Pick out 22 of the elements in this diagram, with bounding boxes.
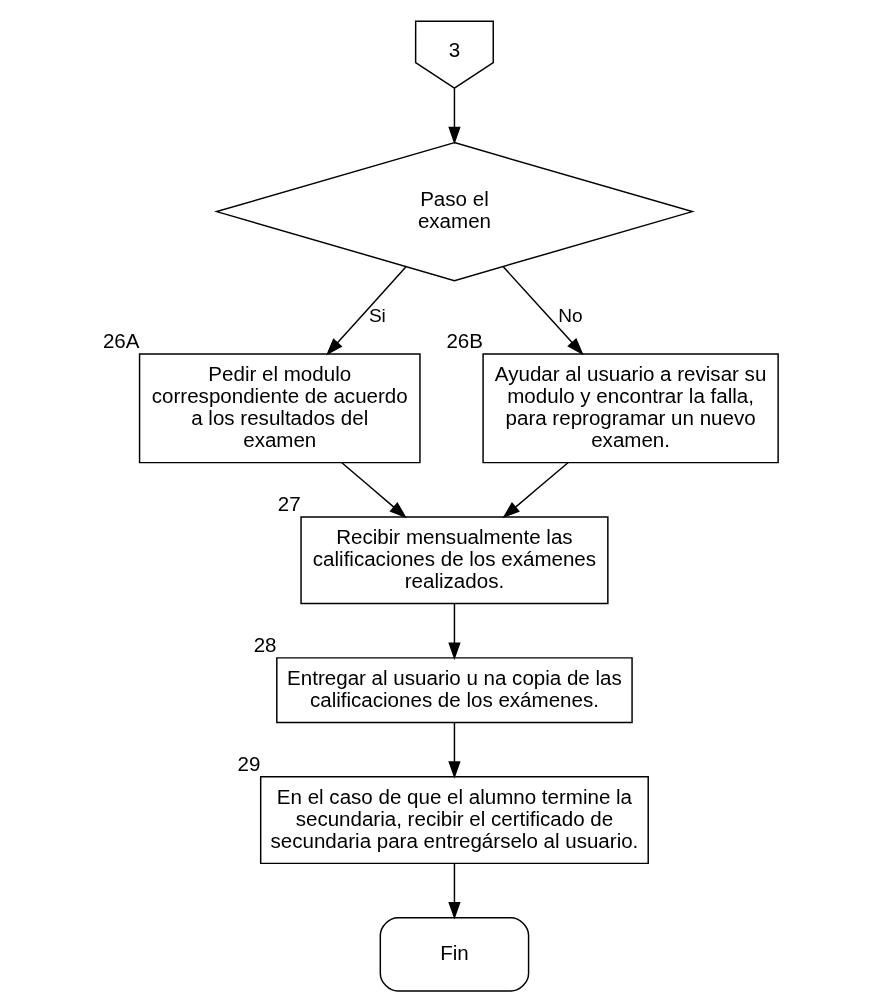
arrow (447, 87, 461, 145)
node-label: 28 (253, 633, 277, 657)
node-diamond: Paso el examen (213, 141, 695, 282)
edge-label: No (557, 305, 583, 327)
node-box: Entregar al usuario u na copia de las calificaciones de los exámenes. (275, 657, 633, 724)
node-label: 29 (237, 752, 260, 776)
node-label: 26A (102, 329, 139, 353)
edge-label: Si (368, 305, 386, 327)
node-box: Recibir mensualmente las calificaciones de los exámenes realizados. (299, 516, 609, 605)
node-box: Fin (379, 916, 529, 992)
node-box: Pedir el modulo correspondiente de acuerdo a los resultados del examen (138, 353, 421, 464)
arrow (447, 603, 461, 661)
arrow (501, 462, 569, 519)
node-label: 27 (277, 492, 301, 516)
arrow (340, 462, 407, 519)
arrow (325, 266, 406, 356)
node-box: En el caso de que el alumno termine la secundaria, recibir el certificado de secundaria para entregárselo al usuario. (259, 776, 649, 865)
arrow (501, 265, 584, 356)
arrow (447, 863, 461, 920)
arrow (447, 722, 461, 779)
node-box: Ayudar al usuario a revisar su modulo y encontrar la falla, para reprogramar un nuevo examen. (481, 353, 779, 464)
node-label: 26B (445, 329, 483, 353)
